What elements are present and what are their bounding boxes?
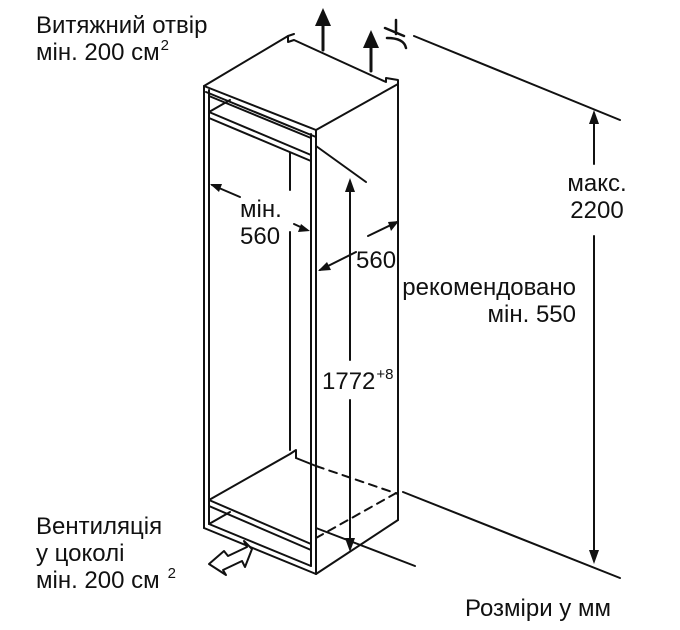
niche-height-value: 1772 bbox=[322, 368, 376, 395]
superscript-2: 2 bbox=[167, 565, 176, 582]
inner-width-label: мін. 560 bbox=[240, 196, 282, 250]
hollow-arrow-icon bbox=[208, 540, 253, 576]
exhaust-label-line1: Витяжний отвір bbox=[36, 12, 208, 39]
level-marker-icon bbox=[383, 18, 408, 50]
niche-height-label: 1772+8 bbox=[322, 366, 394, 398]
up-arrow-icon bbox=[315, 8, 379, 73]
cabinet-top bbox=[203, 33, 399, 138]
cabinet-left-frame bbox=[203, 83, 399, 561]
max-height-line1: макс. bbox=[567, 170, 627, 197]
depth-line2: рекомендовано bbox=[402, 274, 576, 301]
dim-niche-height bbox=[315, 178, 416, 567]
plinth-vent-line1: Вентиляція bbox=[36, 513, 163, 540]
units-label: Розміри у мм bbox=[465, 595, 611, 622]
dim-inner-width bbox=[210, 184, 310, 232]
dim-depth bbox=[315, 145, 399, 271]
depth-label: 560 рекомендовано мін. 550 bbox=[356, 247, 576, 328]
exhaust-label: Витяжний отвір мін. 200 см2 bbox=[36, 12, 207, 69]
depth-line3: мін. 550 bbox=[487, 301, 576, 328]
plinth-vent-line2: у цоколі bbox=[36, 540, 125, 567]
inner-width-line1: мін. bbox=[240, 196, 282, 223]
depth-line1: 560 bbox=[356, 247, 397, 274]
max-height-line2: 2200 bbox=[570, 197, 624, 224]
dim-max-height bbox=[402, 35, 621, 579]
exhaust-label-line2: мін. 200 см2 bbox=[36, 37, 169, 66]
niche-height-tolerance: +8 bbox=[376, 366, 394, 383]
superscript-2: 2 bbox=[160, 37, 169, 54]
cabinet-bottom bbox=[203, 449, 399, 575]
inner-width-line2: 560 bbox=[240, 223, 281, 250]
max-height-label: макс. 2200 bbox=[560, 170, 634, 224]
